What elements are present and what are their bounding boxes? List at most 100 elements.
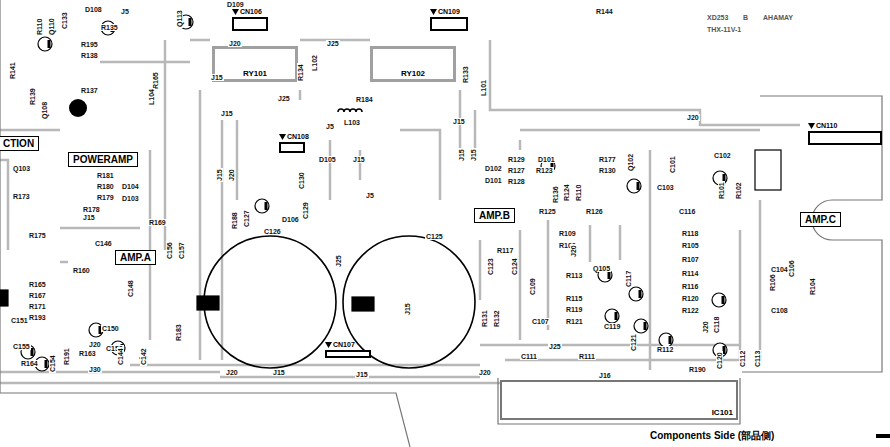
part-reference: C109: [529, 277, 536, 296]
part-reference: J15: [352, 156, 366, 163]
part-reference: R129: [507, 156, 526, 163]
polarity-bar: [644, 322, 647, 330]
copper-trace: [519, 230, 522, 340]
pin-marker: [279, 134, 286, 140]
part-reference: C107: [531, 318, 550, 325]
relay-box: RY102: [370, 46, 456, 82]
part-reference: C155: [12, 343, 31, 350]
part-reference: R169: [148, 219, 167, 226]
part-reference: C124: [511, 257, 518, 276]
connector-outline: [808, 131, 882, 145]
connector-outline: [430, 17, 468, 31]
relay-name: RY102: [401, 69, 425, 78]
part-reference: R171: [28, 303, 47, 310]
connector-outline: [232, 17, 268, 31]
connector-heading: CN108: [279, 132, 309, 141]
part-reference: R135: [100, 24, 119, 31]
part-reference: C127: [243, 209, 250, 228]
part-reference: R195: [80, 41, 99, 48]
part-reference: J15: [452, 118, 466, 125]
capacitor-outline: [204, 236, 336, 368]
part-reference: R181: [96, 172, 115, 179]
part-reference: R124: [563, 183, 570, 202]
connector-heading: CN106: [232, 7, 268, 16]
pin-marker: [232, 9, 239, 15]
copper-trace: [505, 359, 740, 362]
part-reference: R113: [565, 272, 583, 279]
copper-trace: [220, 376, 480, 379]
part-reference: C102: [713, 152, 732, 159]
copper-trace: [190, 39, 210, 42]
part-reference: C154: [49, 354, 56, 373]
part-reference: R104: [809, 277, 816, 296]
part-reference: J15: [470, 148, 477, 162]
part-reference: C111: [520, 353, 538, 360]
pin-marker: [808, 123, 815, 129]
part-reference: R132: [493, 309, 500, 328]
part-reference: R115: [565, 295, 583, 302]
copper-trace: [236, 120, 239, 200]
part-reference: J30: [88, 366, 102, 373]
part-reference: R125: [538, 208, 557, 215]
copper-trace: [60, 227, 140, 230]
copper-trace: [199, 90, 202, 360]
connector-box: CN108: [279, 132, 309, 153]
part-reference: C148: [127, 279, 134, 298]
part-reference: XD253: [706, 14, 729, 21]
pin-marker: [430, 9, 437, 15]
part-reference: R101: [718, 181, 725, 200]
copper-trace: [0, 371, 220, 374]
part-reference: R112: [656, 346, 674, 353]
connector-heading: CN107: [325, 340, 371, 349]
board-outline: [498, 378, 740, 424]
relay-box: RY101: [212, 46, 298, 82]
part-reference: C103: [656, 184, 675, 191]
part-reference: J15: [220, 110, 234, 117]
section-label: CTION: [3, 138, 34, 149]
part-reference: R160: [72, 267, 91, 274]
part-reference: R136: [552, 185, 559, 204]
part-reference: J25: [335, 254, 342, 268]
copper-trace: [739, 230, 742, 360]
copper-trace: [649, 150, 652, 370]
component-body: [0, 290, 8, 306]
part-reference: L103: [343, 119, 361, 126]
section-label-box: POWERAMP: [68, 152, 138, 167]
part-outline: [38, 37, 52, 51]
part-reference: R120: [681, 295, 700, 302]
part-reference: R141: [9, 61, 16, 80]
part-reference: Q110: [48, 17, 55, 36]
part-reference: C117: [625, 270, 632, 288]
connector-name: CN107: [333, 341, 355, 348]
part-reference: R102: [735, 181, 742, 200]
copper-trace: [490, 40, 800, 125]
copper-trace: [547, 220, 550, 330]
part-reference: R190: [688, 366, 707, 373]
part-reference: Q108: [41, 101, 48, 120]
connector-name: CN106: [240, 8, 262, 15]
part-reference: J20: [228, 40, 242, 47]
part-reference: J20: [702, 320, 709, 334]
part-reference: R130: [598, 167, 617, 174]
part-reference: J5: [120, 8, 130, 15]
part-reference: J5: [365, 192, 375, 199]
copper-trace: [519, 140, 522, 150]
section-label: AMP.C: [805, 214, 836, 225]
part-reference: R121: [565, 318, 584, 325]
part-reference: C156: [166, 241, 173, 260]
pin-marker: [808, 123, 815, 129]
part-reference: R179: [96, 194, 115, 201]
copper-trace: [329, 140, 332, 200]
section-label: POWERAMP: [73, 154, 133, 165]
part-reference: R106: [769, 273, 776, 292]
part-reference: R107: [681, 256, 700, 263]
ic-name: IC101: [712, 408, 733, 417]
part-reference: C120: [716, 351, 723, 370]
part-reference: C123: [487, 257, 494, 276]
part-reference: J15: [355, 371, 369, 378]
part-reference: R110: [575, 184, 582, 202]
copper-trace: [0, 382, 505, 385]
part-reference: C112: [739, 350, 746, 368]
coil-symbol: [338, 109, 362, 112]
part-reference: R127: [507, 167, 526, 174]
